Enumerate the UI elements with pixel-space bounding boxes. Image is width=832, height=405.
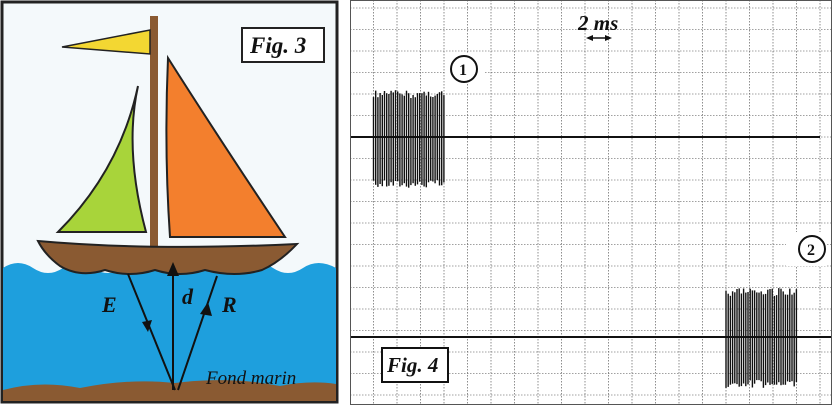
sea-water	[3, 263, 336, 400]
figure-4-label: Fig. 4	[386, 353, 438, 377]
signal-1-marker: 1	[459, 62, 467, 79]
figure-3-label-box	[241, 27, 325, 63]
seabed-label: Fond marin	[205, 368, 296, 389]
figure-3-sailboat-diagram: E d R Fond marin Fig. 3	[0, 0, 339, 404]
reflected-wave-label: R	[221, 292, 237, 317]
figure-4-oscillogram: 2 ms 1 2 Fig. 4	[350, 0, 832, 405]
time-scale-arrowhead-right	[605, 35, 612, 41]
signal-1-marker-circle	[450, 55, 478, 83]
signal-2-marker: 2	[807, 242, 815, 259]
emitted-signal-burst	[372, 90, 445, 188]
depth-label: d	[182, 284, 194, 309]
right-sail	[165, 54, 287, 238]
figure-3-label: Fig. 3	[249, 33, 306, 58]
reflected-wave-arrowhead	[200, 302, 212, 316]
reflected-wave-arrow	[177, 275, 218, 391]
boat-flag	[61, 29, 151, 55]
time-scale-arrowhead-left	[586, 35, 593, 41]
boat-hull	[36, 239, 300, 275]
emitted-wave-label: E	[101, 292, 117, 317]
signal-2-marker-circle	[798, 235, 826, 263]
emitted-wave-arrowhead	[142, 320, 152, 332]
oscillogram-grid	[350, 0, 832, 405]
depth-arrowhead	[167, 262, 179, 276]
boat-mast	[150, 16, 158, 261]
seabed	[3, 380, 336, 401]
figure-4-label-box	[381, 347, 449, 383]
left-sail	[55, 85, 148, 233]
time-scale-label: 2 ms	[577, 11, 618, 35]
received-signal-burst	[725, 288, 798, 388]
emitted-wave-arrow	[127, 273, 176, 391]
